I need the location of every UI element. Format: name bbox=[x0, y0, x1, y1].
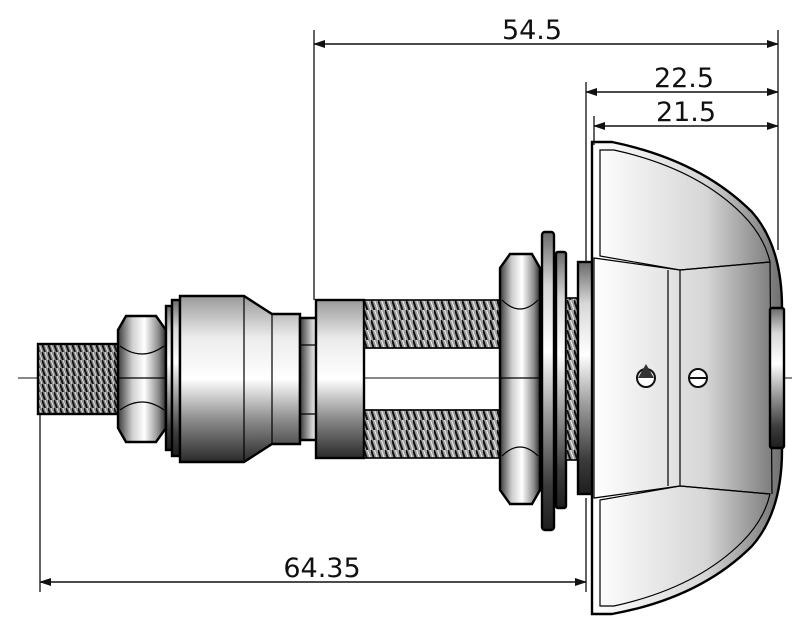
dimension-22-5: 22.5 bbox=[585, 63, 779, 262]
threaded-shank bbox=[314, 298, 505, 460]
dimension-64-35: 64.35 bbox=[39, 414, 587, 592]
dimension-21-5: 21.5 bbox=[593, 97, 779, 145]
dimension-label-22-5: 22.5 bbox=[654, 63, 714, 94]
washer-stack bbox=[540, 230, 581, 532]
small-hex-nut bbox=[116, 314, 168, 444]
dimension-54-5: 54.5 bbox=[313, 15, 779, 300]
dimension-label-64-35: 64.35 bbox=[283, 553, 360, 584]
fitting-assembly bbox=[36, 140, 786, 616]
dome-cap bbox=[590, 140, 786, 616]
dimension-label-54-5: 54.5 bbox=[502, 15, 562, 46]
large-hex-nut bbox=[498, 252, 542, 506]
small-threaded-stud bbox=[36, 342, 122, 416]
ring-washer bbox=[164, 298, 182, 458]
connector-body bbox=[178, 294, 302, 464]
dimension-label-21-5: 21.5 bbox=[656, 97, 716, 128]
